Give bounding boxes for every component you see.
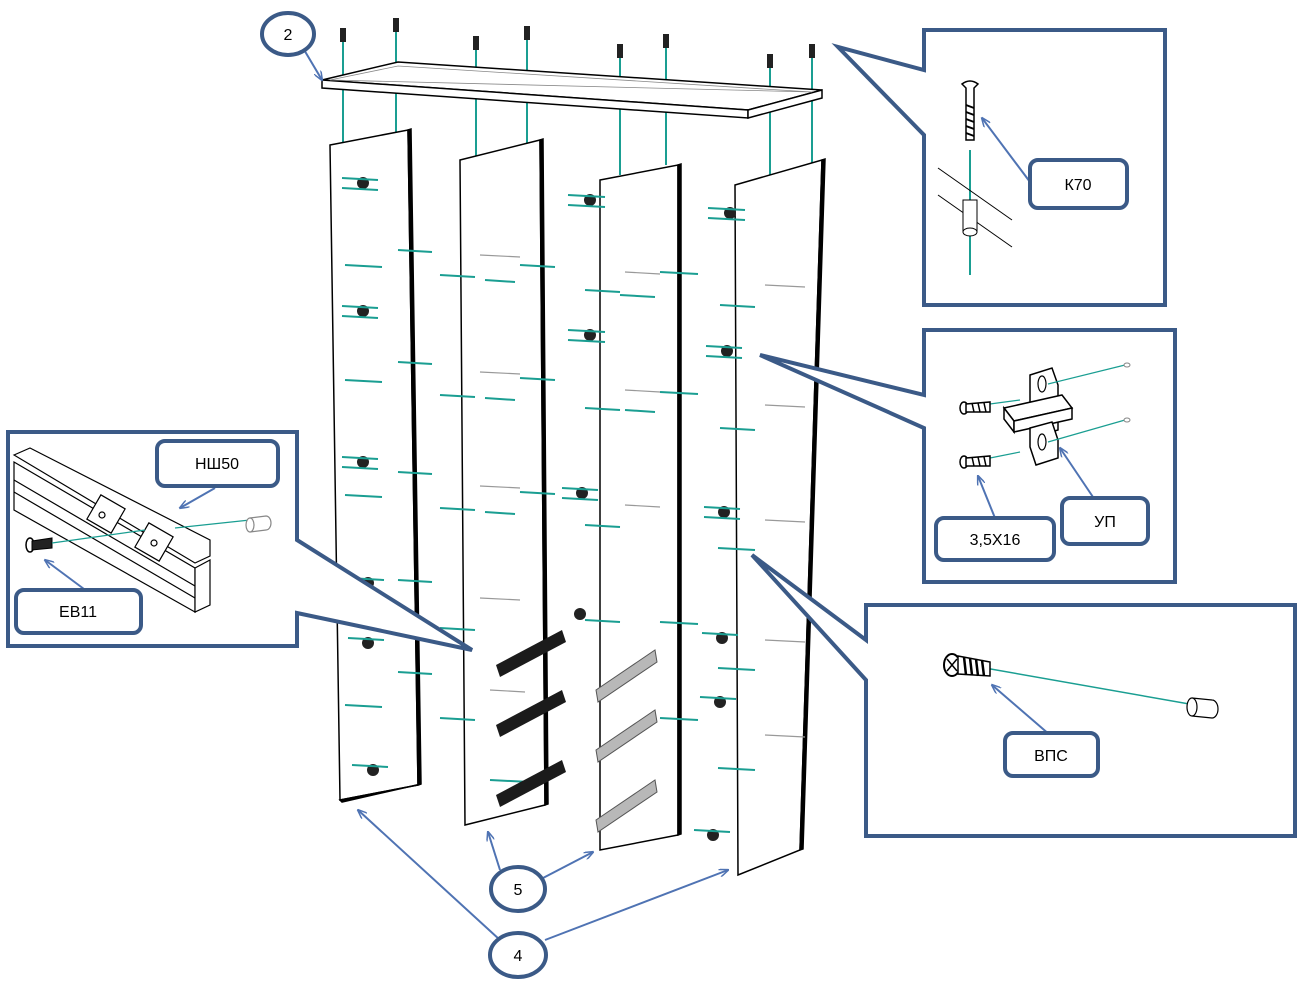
part-2-callout: 2 — [260, 11, 322, 80]
callout-bracket-up: УП 3,5Х16 — [759, 328, 1177, 584]
side-panel-left — [329, 127, 422, 803]
label-3-5x16: 3,5Х16 — [970, 532, 1021, 549]
bracket-icon — [974, 362, 1131, 466]
shelf-dowels — [344, 249, 756, 783]
label-part-4: 4 — [514, 948, 523, 965]
label-vps: ВПС — [1034, 748, 1068, 765]
side-panel-right — [734, 157, 826, 877]
part-5-callout: 5 — [488, 832, 593, 913]
vps-dowel-icon — [943, 653, 1219, 719]
label-part-5: 5 — [514, 882, 523, 899]
label-nsh50: НШ50 — [195, 456, 239, 473]
screw-3-5x16-icon — [959, 401, 991, 469]
label-up: УП — [1094, 514, 1116, 531]
bracket-screws — [341, 177, 746, 833]
top-confirmat-heads — [340, 18, 815, 68]
shelf-dowel-holes — [479, 254, 806, 738]
drawer-runners-left — [496, 630, 566, 807]
label-part-2: 2 — [284, 27, 293, 44]
confirmat-screw-icon — [937, 80, 1013, 275]
top-panel — [321, 61, 823, 119]
callout-vps: ВПС — [750, 553, 1297, 838]
drawer-runners-right — [595, 649, 658, 833]
screw-ev11-icon — [25, 529, 146, 553]
part-4-callout: 4 — [358, 810, 728, 979]
callout-k70: К70 — [831, 28, 1167, 307]
label-ev11: ЕВ11 — [59, 604, 97, 621]
runner-rail-icon — [12, 447, 211, 614]
callout-runner-nsh50: НШ50 ЕВ11 — [6, 430, 474, 652]
label-k70: К70 — [1064, 177, 1091, 194]
